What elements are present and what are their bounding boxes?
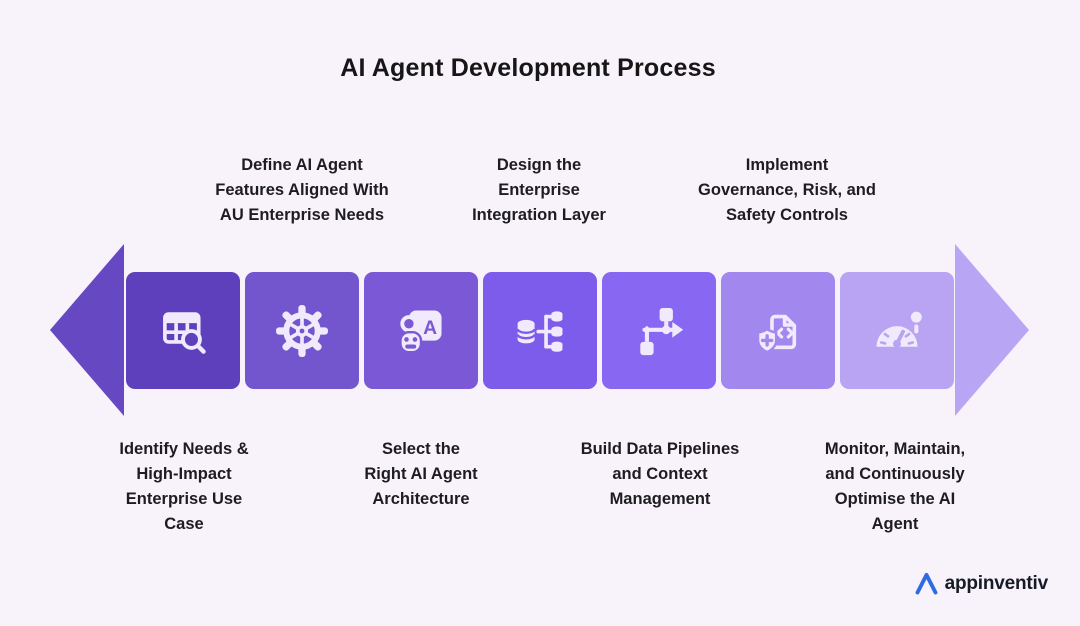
label-line: High-Impact — [136, 465, 232, 483]
label-line: Governance, Risk, and — [698, 181, 876, 199]
page-title: AI Agent Development Process — [340, 54, 716, 82]
appinventiv-triangle-icon — [915, 572, 938, 595]
step-label-build-pipelines: Build Data Pipelines and Context Managem… — [535, 437, 785, 512]
step-label-define-features: Define AI Agent Features Aligned With AU… — [177, 153, 427, 228]
label-line: Integration Layer — [472, 206, 606, 224]
step-label-governance: Implement Governance, Risk, and Safety C… — [662, 153, 912, 228]
label-line: Build Data Pipelines — [580, 440, 740, 458]
brand-logo: appinventiv — [914, 571, 1048, 596]
step-label-design-integration: Design the Enterprise Integration Layer — [414, 153, 664, 228]
label-line: and Context — [612, 465, 708, 483]
step-label-monitor-optimise: Monitor, Maintain, and Continuously Opti… — [770, 437, 1020, 537]
label-line: Select the — [382, 440, 460, 458]
table-search-icon — [163, 311, 206, 354]
label-line: Right AI Agent — [364, 465, 478, 483]
label-line: Design the — [496, 156, 582, 174]
ai-agent-card-icon: A — [399, 309, 442, 353]
label-line: and Continuously — [825, 465, 965, 483]
label-line: Features Aligned With — [215, 181, 389, 199]
step-box-monitor-optimise — [840, 272, 954, 389]
step-box-design-integration — [483, 272, 597, 389]
svg-text:A: A — [423, 318, 437, 339]
step-label-identify-needs: Identify Needs & High-Impact Enterprise … — [59, 437, 309, 537]
label-line: Implement — [745, 156, 829, 174]
step-box-governance — [721, 272, 835, 389]
shield-code-icon — [756, 314, 797, 353]
label-line: Management — [609, 490, 711, 508]
brand-name: appinventiv — [944, 572, 1049, 594]
step-box-identify-needs — [126, 272, 240, 389]
label-line: Enterprise — [498, 181, 580, 199]
step-label-select-architecture: Select the Right AI Agent Architecture — [296, 437, 546, 512]
workflow-icon — [640, 307, 684, 355]
label-line: Enterprise Use — [125, 490, 243, 508]
label-line: Identify Needs & — [119, 440, 249, 458]
gauge-icon — [876, 311, 922, 348]
label-line: Safety Controls — [726, 206, 848, 224]
step-box-define-features — [245, 272, 359, 389]
step-box-build-pipelines — [602, 272, 716, 389]
label-line: Architecture — [372, 490, 470, 508]
label-line: Case — [164, 515, 204, 533]
flow-arrow-right — [955, 244, 1029, 416]
gear-icon — [276, 304, 328, 357]
label-line: Agent — [871, 515, 919, 533]
flow-arrow-left — [50, 244, 124, 416]
label-line: Monitor, Maintain, — [824, 440, 966, 458]
label-line: Optimise the AI — [834, 490, 956, 508]
step-box-select-architecture: A — [364, 272, 478, 389]
label-line: AU Enterprise Needs — [219, 206, 385, 224]
data-integration-icon — [516, 310, 563, 352]
label-line: Define AI Agent — [241, 156, 363, 174]
